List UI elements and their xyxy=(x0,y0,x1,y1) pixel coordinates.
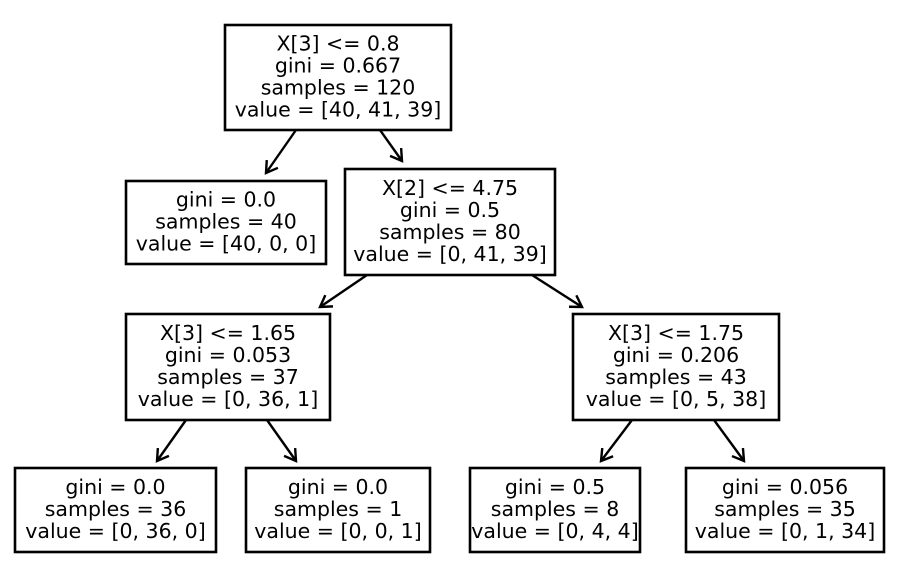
node-text-line: gini = 0.667 xyxy=(275,54,401,78)
node-text-line: value = [0, 5, 38] xyxy=(586,387,766,411)
arrow-head-icon xyxy=(264,159,279,175)
node-text-line: samples = 43 xyxy=(605,365,747,389)
node-text-line: samples = 40 xyxy=(155,210,297,234)
node-box xyxy=(124,179,328,266)
node-text-line: gini = 0.5 xyxy=(400,198,500,222)
arrow-head-icon xyxy=(155,447,170,463)
node-box xyxy=(571,312,781,422)
node-box xyxy=(13,466,218,554)
node-text-line: value = [0, 0, 1] xyxy=(254,519,421,543)
node-text-line: samples = 120 xyxy=(261,76,416,100)
edge-line xyxy=(319,274,368,308)
node-text-line: X[3] <= 0.8 xyxy=(276,32,399,56)
node-box xyxy=(124,312,332,422)
edge-n2-n3 xyxy=(318,274,368,309)
node-text-line: gini = 0.0 xyxy=(176,188,276,212)
node-text-line: gini = 0.5 xyxy=(505,475,605,499)
edge-n0-n1 xyxy=(264,129,297,175)
edge-n2-n4 xyxy=(531,273,584,309)
node-text-line: X[3] <= 1.65 xyxy=(160,321,296,345)
node-text-line: X[3] <= 1.75 xyxy=(608,321,744,345)
arrow-head-icon xyxy=(568,294,584,309)
edge-line xyxy=(156,419,187,462)
edge-n3-n5 xyxy=(155,419,187,463)
node-text-line: value = [0, 36, 1] xyxy=(138,387,318,411)
arrow-head-icon xyxy=(283,447,298,463)
node-text-line: samples = 36 xyxy=(45,497,187,521)
arrow-head-icon xyxy=(731,447,746,463)
edges-layer xyxy=(155,129,746,463)
edge-line xyxy=(266,419,297,462)
node-text-line: value = [0, 1, 34] xyxy=(695,519,875,543)
node-text-line: value = [0, 4, 4] xyxy=(471,519,638,543)
edge-n3-n6 xyxy=(266,419,298,463)
edge-line xyxy=(379,129,403,162)
node-text-line: gini = 0.206 xyxy=(613,343,739,367)
node-text-line: samples = 8 xyxy=(491,497,619,521)
node-box xyxy=(223,23,453,132)
node-text-line: gini = 0.0 xyxy=(288,475,388,499)
node-text-line: gini = 0.0 xyxy=(65,475,165,499)
arrow-head-icon xyxy=(389,147,404,163)
edge-line xyxy=(600,419,633,462)
node-text-line: value = [0, 41, 39] xyxy=(353,242,546,266)
node-text-line: samples = 80 xyxy=(379,220,521,244)
edge-line xyxy=(531,273,583,309)
node-box xyxy=(343,167,557,277)
arrow-head-icon xyxy=(599,447,614,463)
edge-line xyxy=(713,419,745,462)
arrow-head-icon xyxy=(318,294,334,309)
node-text-line: value = [40, 0, 0] xyxy=(136,232,316,256)
edge-n4-n8 xyxy=(713,419,746,463)
node-text-line: samples = 35 xyxy=(714,497,856,521)
node-text-line: samples = 1 xyxy=(274,497,402,521)
edge-n0-n2 xyxy=(379,129,404,163)
edge-n4-n7 xyxy=(599,419,633,463)
node-text-line: value = [40, 41, 39] xyxy=(235,98,442,122)
node-text-line: X[2] <= 4.75 xyxy=(382,176,518,200)
node-text-line: value = [0, 36, 0] xyxy=(25,519,205,543)
edge-line xyxy=(265,129,297,174)
node-box xyxy=(244,466,432,554)
node-text-line: gini = 0.053 xyxy=(165,343,291,367)
node-text-line: gini = 0.056 xyxy=(722,475,848,499)
node-box xyxy=(468,466,642,554)
node-text-line: samples = 37 xyxy=(157,365,299,389)
node-box xyxy=(684,466,886,554)
